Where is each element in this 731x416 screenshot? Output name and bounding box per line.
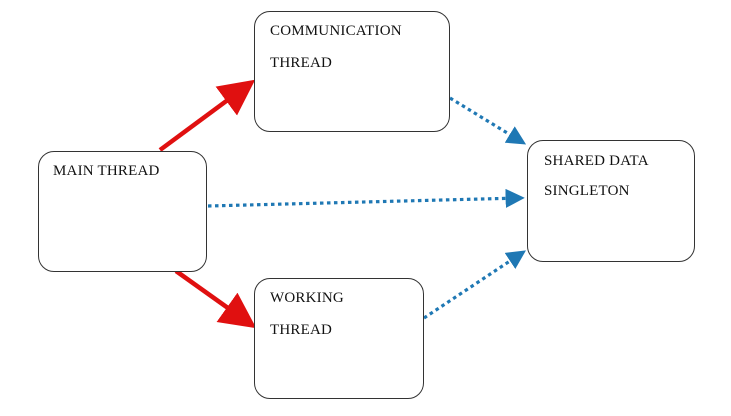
node-label-line: THREAD — [270, 322, 333, 338]
shared-data-singleton-node: SHARED DATA SINGLETON — [527, 140, 695, 262]
node-label-line: THREAD — [270, 55, 333, 71]
edge-main-to-communication — [158, 79, 256, 152]
working-thread-node: WORKING THREAD — [254, 278, 424, 399]
communication-thread-node: COMMUNICATION THREAD — [254, 11, 450, 132]
node-label-line: WORKING — [270, 290, 344, 306]
main-thread-node: MAIN THREAD — [38, 151, 207, 272]
node-label-line: COMMUNICATION — [270, 23, 402, 39]
node-label-line: SINGLETON — [544, 183, 630, 199]
edge-working-to-shared — [423, 250, 527, 320]
edge-communication-to-shared — [449, 96, 527, 145]
node-label-line: MAIN THREAD — [53, 163, 160, 179]
edge-main-to-working — [174, 269, 257, 329]
node-label-line: SHARED DATA — [544, 153, 649, 169]
edge-main-to-shared — [207, 188, 525, 208]
